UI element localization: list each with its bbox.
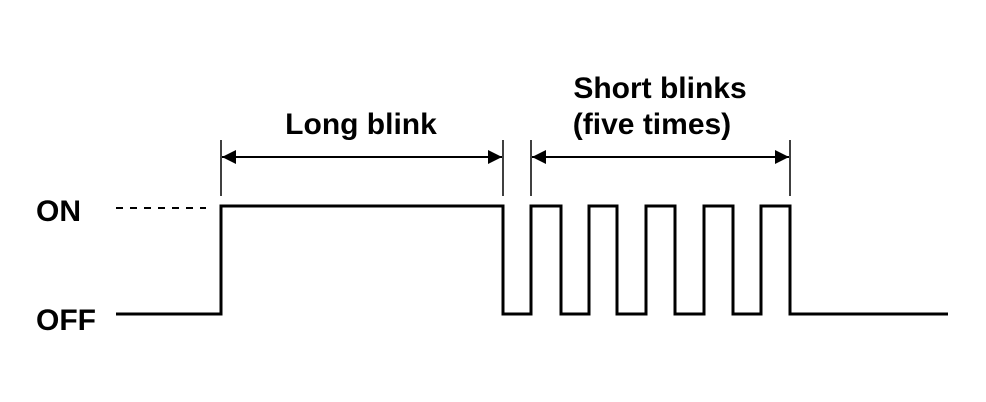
short-blinks-label: Short blinks <box>573 72 746 105</box>
signal-waveform <box>116 204 948 316</box>
on-state-label: ON <box>36 195 81 228</box>
off-state-label: OFF <box>36 304 96 337</box>
short-blinks-count-label: (five times) <box>573 108 731 141</box>
long-blink-label: Long blink <box>285 108 437 141</box>
